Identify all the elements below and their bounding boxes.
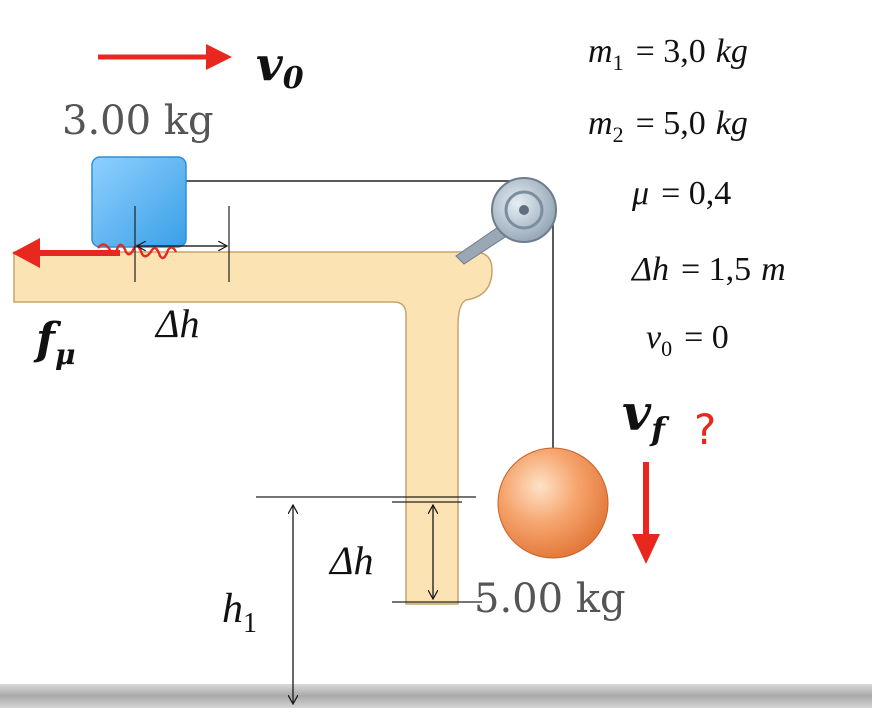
given-row: μ= 0,4 [631,175,731,212]
pulley-axle [519,205,529,215]
mass1-label: 3.00 kg [62,98,214,144]
mass2-label: 5.00 kg [474,576,626,622]
v0-arrow-head [206,44,232,70]
dh-top-label: Δh [154,301,199,346]
h1-label: h1 [222,586,257,639]
pulley-rim [504,190,544,230]
vf-label: vf [622,383,670,448]
table [13,251,493,605]
v0-label: v0 [256,37,304,96]
vf-question-mark: ? [694,405,716,454]
friction-arrow-head [12,238,40,268]
friction-label: fμ [33,314,75,371]
floor [0,684,872,708]
vf-arrow-head [632,534,660,564]
ball-m2 [497,447,609,559]
dh-vert-label: Δh [328,538,373,583]
block-m1 [91,156,187,248]
given-row: v0= 0 [646,319,729,361]
